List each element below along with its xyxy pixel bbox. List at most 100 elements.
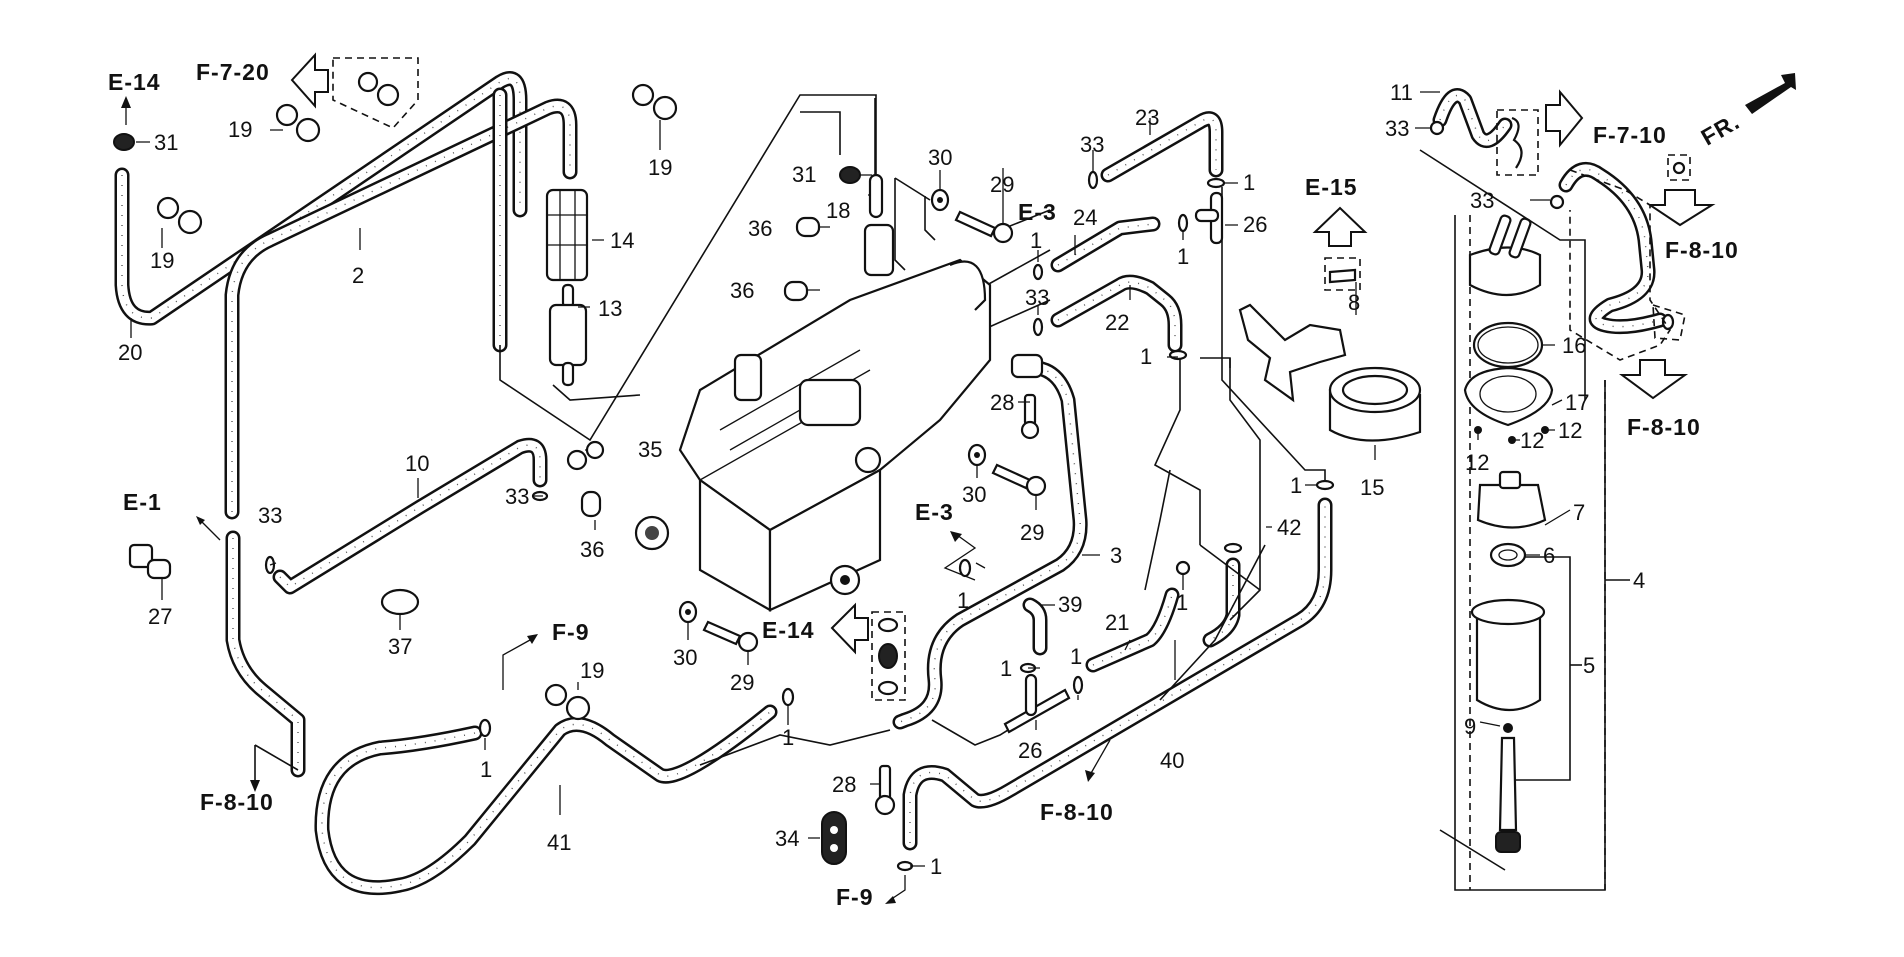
part-16-oring[interactable] xyxy=(1472,321,1544,369)
ref-f8-10-right-upper[interactable]: F-8-10 xyxy=(1665,237,1739,263)
hose-lower-left[interactable] xyxy=(225,530,306,778)
callout-3[interactable]: 3 xyxy=(1110,543,1122,568)
callout-31-top[interactable]: 31 xyxy=(154,130,178,155)
part-1-clip-m[interactable] xyxy=(1223,542,1243,554)
callout-12-right[interactable]: 12 xyxy=(1558,418,1582,443)
part-26-joint-a[interactable] xyxy=(1194,191,1224,245)
callout-13[interactable]: 13 xyxy=(598,296,622,321)
part-1-clip-c[interactable] xyxy=(1177,213,1189,233)
part-36-cap-b[interactable] xyxy=(783,280,809,302)
callout-18[interactable]: 18 xyxy=(826,198,850,223)
hose-3[interactable] xyxy=(892,360,1088,730)
part-29-bolt-a[interactable] xyxy=(954,210,1014,244)
part-1-clip-a[interactable] xyxy=(1206,177,1226,189)
arrow-right-f7-10[interactable] xyxy=(1545,89,1584,148)
ref-e3-lower[interactable]: E-3 xyxy=(915,499,954,525)
callout-1-d[interactable]: 1 xyxy=(1140,344,1152,369)
part-37-tie[interactable] xyxy=(380,588,420,616)
callout-29-b[interactable]: 29 xyxy=(1020,520,1044,545)
part-17-diaphragm[interactable] xyxy=(1463,366,1554,427)
part-30-washer-a[interactable] xyxy=(930,188,950,212)
part-grommet-kit-e14[interactable] xyxy=(871,611,906,701)
hose-21[interactable] xyxy=(1085,587,1180,673)
part-1-clip-i[interactable] xyxy=(1175,560,1191,576)
callout-33-a[interactable]: 33 xyxy=(1080,132,1104,157)
hose-24[interactable] xyxy=(1050,216,1161,273)
callout-22[interactable]: 22 xyxy=(1105,310,1129,335)
part-19-clamp-d[interactable] xyxy=(544,683,591,721)
arrow-left-f7-20[interactable] xyxy=(290,52,329,109)
callout-19-c[interactable]: 19 xyxy=(648,155,672,180)
part-19-clamp-a[interactable] xyxy=(275,103,321,143)
part-1-clip-d[interactable] xyxy=(1168,349,1188,361)
part-31-cap[interactable] xyxy=(113,133,135,151)
part-1-clip-j[interactable] xyxy=(478,718,492,738)
part-6-seal[interactable] xyxy=(1489,542,1527,568)
part-29-bolt-b[interactable] xyxy=(991,463,1047,497)
hose-23[interactable] xyxy=(1100,111,1224,183)
callout-41[interactable]: 41 xyxy=(547,830,571,855)
part-27-clamp[interactable] xyxy=(128,543,172,580)
part-9-ball[interactable] xyxy=(1503,723,1513,733)
part-33-clip-b[interactable] xyxy=(1032,317,1044,337)
part-14-strainer[interactable] xyxy=(545,188,589,282)
callout-24[interactable]: 24 xyxy=(1073,205,1097,230)
part-1-clip-h[interactable] xyxy=(1072,675,1084,695)
hose-42-segment[interactable] xyxy=(1202,557,1241,648)
part-1-clip-f[interactable] xyxy=(958,558,972,578)
part-clip-f8-10-b[interactable] xyxy=(1652,303,1686,341)
callout-40[interactable]: 40 xyxy=(1160,748,1184,773)
part-1-clip-l[interactable] xyxy=(896,860,914,872)
callout-28-a[interactable]: 28 xyxy=(990,390,1014,415)
part-33-clip-f[interactable] xyxy=(1549,194,1565,210)
callout-1-c[interactable]: 1 xyxy=(1177,244,1189,269)
callout-36-b[interactable]: 36 xyxy=(730,278,754,303)
callout-6[interactable]: 6 xyxy=(1543,543,1555,568)
part-clip-f8-10-a[interactable] xyxy=(1667,154,1691,181)
callout-16[interactable]: 16 xyxy=(1562,333,1586,358)
ref-f9-bottom[interactable]: F-9 xyxy=(836,884,874,910)
callout-1-i[interactable]: 1 xyxy=(1176,590,1188,615)
callout-31-center[interactable]: 31 xyxy=(792,162,816,187)
callout-1-e[interactable]: 1 xyxy=(1290,473,1302,498)
callout-29-a[interactable]: 29 xyxy=(990,172,1014,197)
callout-1-a[interactable]: 1 xyxy=(1243,170,1255,195)
hose-20[interactable] xyxy=(114,71,528,326)
callout-36-c[interactable]: 36 xyxy=(580,537,604,562)
part-28-bolt-a[interactable] xyxy=(1010,353,1044,440)
part-1-clip-e[interactable] xyxy=(1315,479,1335,491)
callout-37[interactable]: 37 xyxy=(388,634,412,659)
ref-e14-mid[interactable]: E-14 xyxy=(762,617,815,643)
ref-f8-10-left[interactable]: F-8-10 xyxy=(200,789,274,815)
callout-30-c[interactable]: 30 xyxy=(673,645,697,670)
hose-10[interactable] xyxy=(272,437,548,595)
part-19-clamp-c[interactable] xyxy=(631,83,678,121)
callout-7[interactable]: 7 xyxy=(1573,500,1585,525)
part-34-grommet[interactable] xyxy=(821,811,847,865)
callout-12-center[interactable]: 12 xyxy=(1520,428,1544,453)
part-30-washer-c[interactable] xyxy=(678,600,698,624)
callout-27[interactable]: 27 xyxy=(148,604,172,629)
callout-33-f[interactable]: 33 xyxy=(1470,188,1494,213)
ref-e14-top[interactable]: E-14 xyxy=(108,69,161,95)
callout-1-b[interactable]: 1 xyxy=(1030,228,1042,253)
ref-f8-10-right-lower[interactable]: F-8-10 xyxy=(1627,414,1701,440)
callout-20[interactable]: 20 xyxy=(118,340,142,365)
callout-11[interactable]: 11 xyxy=(1390,80,1413,105)
part-clip-f7-10[interactable] xyxy=(1496,109,1539,176)
part-filter-cup[interactable] xyxy=(1470,598,1546,711)
callout-33-e[interactable]: 33 xyxy=(1385,116,1409,141)
part-8-bracket[interactable] xyxy=(1238,257,1361,403)
ref-e3-upper[interactable]: E-3 xyxy=(1018,199,1057,225)
arrow-up-e15[interactable] xyxy=(1312,206,1368,247)
callout-35[interactable]: 35 xyxy=(638,437,662,462)
callout-19-a[interactable]: 19 xyxy=(228,117,252,142)
callout-42[interactable]: 42 xyxy=(1277,515,1301,540)
callout-14[interactable]: 14 xyxy=(610,228,634,253)
callout-10[interactable]: 10 xyxy=(405,451,429,476)
hose-22[interactable] xyxy=(1050,274,1183,353)
callout-30-b[interactable]: 30 xyxy=(962,482,986,507)
hose-41[interactable] xyxy=(314,704,778,896)
callout-19-b[interactable]: 19 xyxy=(150,248,174,273)
part-33-clip-e[interactable] xyxy=(1429,120,1445,136)
